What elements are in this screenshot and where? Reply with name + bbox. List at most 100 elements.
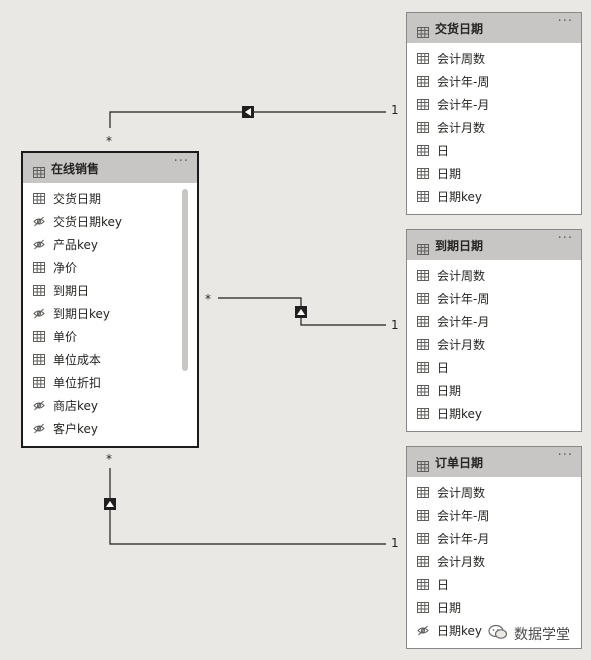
table-icon <box>33 354 45 365</box>
hidden-icon <box>33 308 45 319</box>
field-row[interactable]: 会计月数 <box>407 550 581 573</box>
table-icon <box>417 602 429 613</box>
field-row[interactable]: 日 <box>407 139 581 162</box>
table-icon <box>33 377 45 388</box>
field-row[interactable]: 会计年-月 <box>407 93 581 116</box>
table-icon <box>417 510 429 521</box>
field-list: 会计周数会计年-周会计年-月会计月数日日期日期key <box>407 260 581 425</box>
field-row[interactable]: 交货日期key <box>23 210 197 233</box>
field-row[interactable]: 会计月数 <box>407 116 581 139</box>
field-row[interactable]: 产品key <box>23 233 197 256</box>
table-header[interactable]: 到期日期 ··· <box>407 230 581 260</box>
field-name: 会计月数 <box>437 121 486 135</box>
hidden-icon <box>33 423 45 434</box>
field-row[interactable]: 日 <box>407 573 581 596</box>
field-row[interactable]: 会计月数 <box>407 333 581 356</box>
more-options-icon[interactable]: ··· <box>173 154 189 169</box>
cardinality-one-order: 1 <box>391 536 399 550</box>
field-name: 会计年-周 <box>437 292 490 306</box>
field-row[interactable]: 到期日 <box>23 279 197 302</box>
table-icon <box>33 163 45 178</box>
table-icon <box>33 331 45 342</box>
field-row[interactable]: 单价 <box>23 325 197 348</box>
table-icon <box>33 193 45 204</box>
field-name: 会计月数 <box>437 338 486 352</box>
hidden-icon <box>33 216 45 227</box>
wechat-icon <box>488 624 508 644</box>
field-row[interactable]: 日期key <box>407 619 581 642</box>
field-name: 会计年-周 <box>437 75 490 89</box>
table-icon <box>417 270 429 281</box>
table-header[interactable]: 在线销售 ··· <box>23 153 197 183</box>
field-row[interactable]: 日期 <box>407 162 581 185</box>
scrollbar[interactable] <box>182 189 188 371</box>
field-row[interactable]: 日期 <box>407 379 581 402</box>
cardinality-many-due: * <box>205 292 211 306</box>
field-name: 交货日期key <box>53 215 123 229</box>
relationship-line-delivery[interactable] <box>109 111 386 128</box>
table-icon <box>417 385 429 396</box>
field-row[interactable]: 交货日期 <box>23 187 197 210</box>
field-row[interactable]: 到期日key <box>23 302 197 325</box>
table-icon <box>417 293 429 304</box>
field-name: 日期key <box>437 407 483 421</box>
field-row[interactable]: 会计周数 <box>407 264 581 287</box>
field-row[interactable]: 商店key <box>23 394 197 417</box>
field-name: 日 <box>437 578 450 592</box>
direction-arrow-up-icon <box>104 498 116 510</box>
field-name: 日期 <box>437 601 462 615</box>
field-name: 单价 <box>53 330 78 344</box>
field-name: 会计年-月 <box>437 532 490 546</box>
hidden-icon <box>33 400 45 411</box>
table-card-delivery-date[interactable]: 交货日期 ··· 会计周数会计年-周会计年-月会计月数日日期日期key <box>406 12 582 215</box>
field-name: 会计周数 <box>437 52 486 66</box>
field-row[interactable]: 会计年-月 <box>407 310 581 333</box>
field-row[interactable]: 单位成本 <box>23 348 197 371</box>
field-row[interactable]: 会计年-月 <box>407 527 581 550</box>
table-card-order-date[interactable]: 订单日期 ··· 会计周数会计年-周会计年-月会计月数日日期日期key <box>406 446 582 649</box>
table-card-due-date[interactable]: 到期日期 ··· 会计周数会计年-周会计年-月会计月数日日期日期key <box>406 229 582 432</box>
field-name: 会计周数 <box>437 486 486 500</box>
table-header[interactable]: 交货日期 ··· <box>407 13 581 43</box>
field-row[interactable]: 日期key <box>407 402 581 425</box>
cardinality-one-delivery: 1 <box>391 103 399 117</box>
field-row[interactable]: 会计周数 <box>407 47 581 70</box>
field-name: 净价 <box>53 261 78 275</box>
field-row[interactable]: 会计年-周 <box>407 287 581 310</box>
direction-arrow-up-icon <box>295 306 307 318</box>
table-header[interactable]: 订单日期 ··· <box>407 447 581 477</box>
field-row[interactable]: 客户key <box>23 417 197 440</box>
field-row[interactable]: 日期key <box>407 185 581 208</box>
field-name: 商店key <box>53 399 99 413</box>
table-icon <box>417 145 429 156</box>
field-list: 会计周数会计年-周会计年-月会计月数日日期日期key <box>407 477 581 642</box>
more-options-icon[interactable]: ··· <box>557 231 573 246</box>
field-row[interactable]: 日期 <box>407 596 581 619</box>
field-row[interactable]: 净价 <box>23 256 197 279</box>
table-icon <box>417 533 429 544</box>
hidden-icon <box>33 239 45 250</box>
field-name: 会计年-月 <box>437 315 490 329</box>
table-icon <box>417 457 429 472</box>
field-name: 会计年-月 <box>437 98 490 112</box>
relationship-line-order[interactable] <box>109 468 386 545</box>
table-icon <box>417 556 429 567</box>
field-row[interactable]: 单位折扣 <box>23 371 197 394</box>
field-name: 到期日key <box>53 307 111 321</box>
watermark-text: 数据学堂 <box>514 627 570 643</box>
table-icon <box>417 191 429 202</box>
field-row[interactable]: 会计年-周 <box>407 70 581 93</box>
more-options-icon[interactable]: ··· <box>557 14 573 29</box>
table-icon <box>417 53 429 64</box>
more-options-icon[interactable]: ··· <box>557 448 573 463</box>
table-card-online-sales[interactable]: 在线销售 ··· 交货日期交货日期key 产品key 净价到期日到期日key 单价单位… <box>21 151 199 448</box>
field-row[interactable]: 会计年-周 <box>407 504 581 527</box>
table-icon <box>417 99 429 110</box>
cardinality-many-delivery: * <box>106 134 112 148</box>
field-row[interactable]: 日 <box>407 356 581 379</box>
table-icon <box>417 487 429 498</box>
field-row[interactable]: 会计周数 <box>407 481 581 504</box>
field-name: 日期 <box>437 167 462 181</box>
table-icon <box>33 285 45 296</box>
cardinality-one-due: 1 <box>391 318 399 332</box>
